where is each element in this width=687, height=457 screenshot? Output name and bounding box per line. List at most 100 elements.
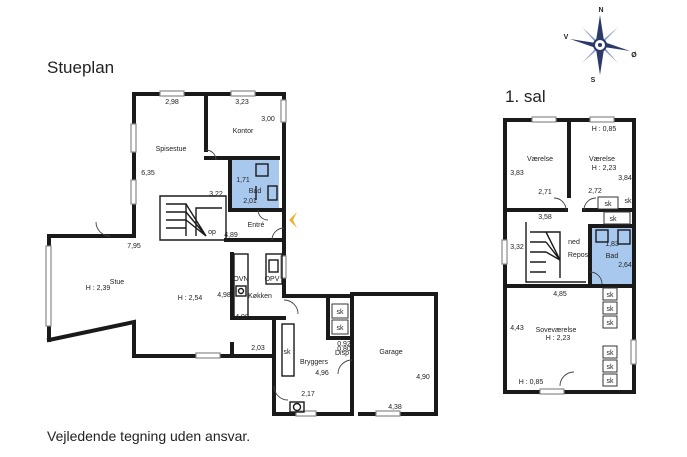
dim-entry-width: 4,89 bbox=[224, 232, 238, 239]
compass-south-label: S bbox=[591, 77, 596, 84]
kitchen-counter-west bbox=[233, 253, 249, 319]
first-cabinet-label: sk bbox=[607, 364, 615, 371]
door-entry bbox=[271, 227, 285, 241]
kitchen-sink bbox=[268, 259, 279, 273]
compass-east-label: Ø bbox=[631, 52, 637, 59]
window-garage-south bbox=[375, 410, 401, 417]
appliance-label-ovn: OVN bbox=[233, 276, 248, 283]
kitchen-counter-east bbox=[265, 253, 283, 285]
first-door-bedroom bbox=[559, 371, 575, 387]
first-cabinet-sk bbox=[602, 315, 618, 329]
window-dining-west-2 bbox=[130, 179, 137, 205]
door-utility-outside bbox=[273, 385, 289, 401]
first-cabinet-sk bbox=[602, 359, 618, 373]
first-room-label-sove: Soveværelse bbox=[536, 327, 577, 334]
compass-west-label: V bbox=[564, 34, 569, 41]
first-stairs bbox=[530, 231, 561, 278]
compass-center-dot bbox=[598, 43, 602, 47]
first-window-room1 bbox=[531, 116, 557, 123]
appliance-label-opv: OPV bbox=[265, 276, 280, 283]
window-office-east bbox=[280, 99, 287, 123]
first-room-label-vaerelse-2: Værelse bbox=[589, 156, 615, 163]
compass-needle-north bbox=[596, 15, 604, 45]
first-bathroom-fill bbox=[590, 226, 634, 286]
room-label-garage: Garage bbox=[379, 349, 402, 356]
compass-needle-west bbox=[570, 39, 600, 48]
first-room-label-bad: Bad bbox=[606, 253, 619, 260]
room-label-kokken: Køkken bbox=[248, 293, 272, 300]
door-bath bbox=[257, 209, 269, 221]
first-room-label-vaerelse-1: Værelse bbox=[527, 156, 553, 163]
first-room-label-repos: Repos bbox=[568, 252, 589, 259]
first-height-room2-b: H : 2,23 bbox=[592, 165, 617, 172]
height-living: H : 2,39 bbox=[86, 285, 111, 292]
door-living-terrace bbox=[95, 221, 111, 237]
first-cabinet-sk bbox=[602, 287, 618, 301]
dim-utility-depth: 4,96 bbox=[315, 370, 329, 377]
first-cabinet-sk bbox=[597, 196, 619, 210]
first-window-room2 bbox=[589, 116, 615, 123]
bath-toilet bbox=[267, 185, 278, 201]
first-cabinet-sk bbox=[602, 301, 618, 315]
first-dim-bedroom-width: 4,85 bbox=[553, 291, 567, 298]
first-dim-room2-depth: 3,84 bbox=[618, 175, 632, 182]
compass-rose: N S V Ø bbox=[564, 7, 638, 84]
cabinet-sk-label: sk bbox=[337, 325, 345, 332]
first-window-bedroom-south bbox=[539, 388, 565, 395]
compass-north-label: N bbox=[598, 7, 603, 14]
dim-office-depth: 3,00 bbox=[261, 116, 275, 123]
first-cabinet-label: sk bbox=[607, 306, 615, 313]
utility-washer bbox=[289, 401, 305, 413]
room-label-bryggers: Bryggers bbox=[300, 359, 329, 366]
window-utility-south bbox=[295, 410, 317, 417]
room-label-entre: Entré bbox=[248, 222, 265, 229]
dim-closet-width: 0,80 bbox=[337, 346, 351, 353]
window-kitchen-east bbox=[280, 255, 287, 279]
outer-wall-south-living bbox=[46, 319, 276, 358]
first-floor-plan: sk sk sk sk sk sk sk sk sk Værelse Værel… bbox=[501, 116, 637, 395]
dim-bath-width: 2,01 bbox=[243, 198, 257, 205]
door-garage bbox=[337, 359, 353, 375]
bath-sink bbox=[255, 163, 269, 177]
dim-closet-depth: 0,92 bbox=[337, 341, 351, 348]
first-cabinet-label: sk bbox=[610, 216, 618, 223]
first-dim-bath-width: 1,83 bbox=[605, 241, 619, 248]
first-cabinet-label: sk bbox=[625, 198, 633, 205]
kitchen-hob bbox=[235, 285, 247, 297]
compass-needle-south bbox=[596, 45, 604, 75]
closet-label-disp: Disp bbox=[335, 350, 349, 357]
first-window-landing bbox=[501, 239, 508, 265]
dim-utility-width: 2,17 bbox=[301, 391, 315, 398]
dim-dining-depth: 6,35 bbox=[141, 170, 155, 177]
dim-kitchen-width: 4,98 bbox=[235, 314, 249, 321]
first-cabinet-label: sk bbox=[605, 201, 613, 208]
first-cabinet-label: sk bbox=[607, 378, 615, 385]
dim-office-width: 3,23 bbox=[235, 99, 249, 106]
dim-garage-width: 4,38 bbox=[388, 404, 402, 411]
cabinet-sk bbox=[331, 303, 349, 319]
first-height-bedroom-low: H : 0,85 bbox=[519, 379, 544, 386]
window-dining-north bbox=[159, 90, 185, 97]
first-height-bedroom: H : 2,23 bbox=[546, 335, 571, 342]
room-label-bad: Bad bbox=[249, 188, 262, 195]
dim-passage-width: 2,03 bbox=[251, 345, 265, 352]
first-dim-bath-depth: 2,64 bbox=[618, 262, 632, 269]
dim-living-width: 7,95 bbox=[127, 243, 141, 250]
cabinet-group-ground: sk sk sk bbox=[284, 303, 349, 356]
first-height-room2-a: H : 0,85 bbox=[592, 126, 617, 133]
first-dim-landing-width: 3,58 bbox=[538, 214, 552, 221]
dim-kitchen-depth: 4,98 bbox=[217, 292, 231, 299]
first-cabinet-label: sk bbox=[607, 350, 615, 357]
first-cabinet-label: sk bbox=[607, 292, 615, 299]
first-bath-toilet bbox=[617, 229, 631, 245]
cabinet-sk-label: sk bbox=[337, 309, 345, 316]
dim-garage-depth: 4,90 bbox=[416, 374, 430, 381]
first-cabinet-sk bbox=[602, 373, 618, 387]
room-label-kontor: Kontor bbox=[233, 128, 254, 135]
height-living-2: H : 2,54 bbox=[178, 295, 203, 302]
ground-stairs bbox=[166, 203, 222, 237]
compass-needle-east bbox=[600, 42, 630, 51]
dim-bath-depth: 1,71 bbox=[236, 177, 250, 184]
cabinet-sk bbox=[331, 319, 349, 335]
ground-floor-plan: sk sk sk Spisestue Kontor Bad Entré Stue… bbox=[45, 90, 438, 417]
